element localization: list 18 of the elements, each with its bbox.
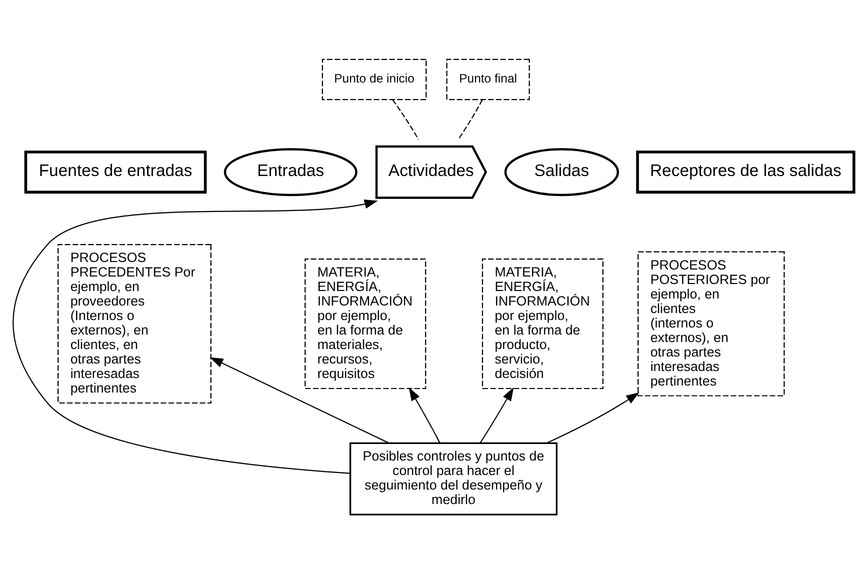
arrow	[12, 199, 378, 474]
node-ellipse: Entradas	[224, 148, 358, 196]
node-box: PROCESOS POSTERIORES por ejemplo, en clientes (internos o externos), en otras partes interesadas pertinentes	[638, 250, 785, 396]
arrow	[408, 386, 440, 443]
node-box: PROCESOS PRECEDENTES Por ejemplo, en proveedores (Internos o externos), en clientes, en otras partes interesadas pertinentes	[58, 244, 212, 404]
node-box: MATERIA, ENERGÍA, INFORMACIÓN por ejemplo, en la forma de materiales, recursos, requisitos	[304, 258, 426, 389]
node-box: Punto final	[446, 58, 530, 100]
node-box: Punto de inicio	[322, 58, 427, 100]
node-ellipse: Salidas	[504, 148, 620, 196]
connector	[392, 98, 419, 140]
node-box: Fuentes de entradas	[24, 150, 207, 194]
arrow	[546, 392, 640, 444]
node-box: Posibles controles y puntos de control para hacer el seguimiento del desempeño y medirlo	[349, 442, 558, 515]
node-box: Receptores de las salidas	[636, 150, 856, 194]
arrow	[210, 356, 390, 444]
node-box: MATERIA, ENERGÍA, INFORMACIÓN por ejemplo, en la forma de producto, servicio, decisión	[482, 258, 604, 389]
connector	[458, 99, 483, 140]
arrow	[480, 386, 514, 443]
